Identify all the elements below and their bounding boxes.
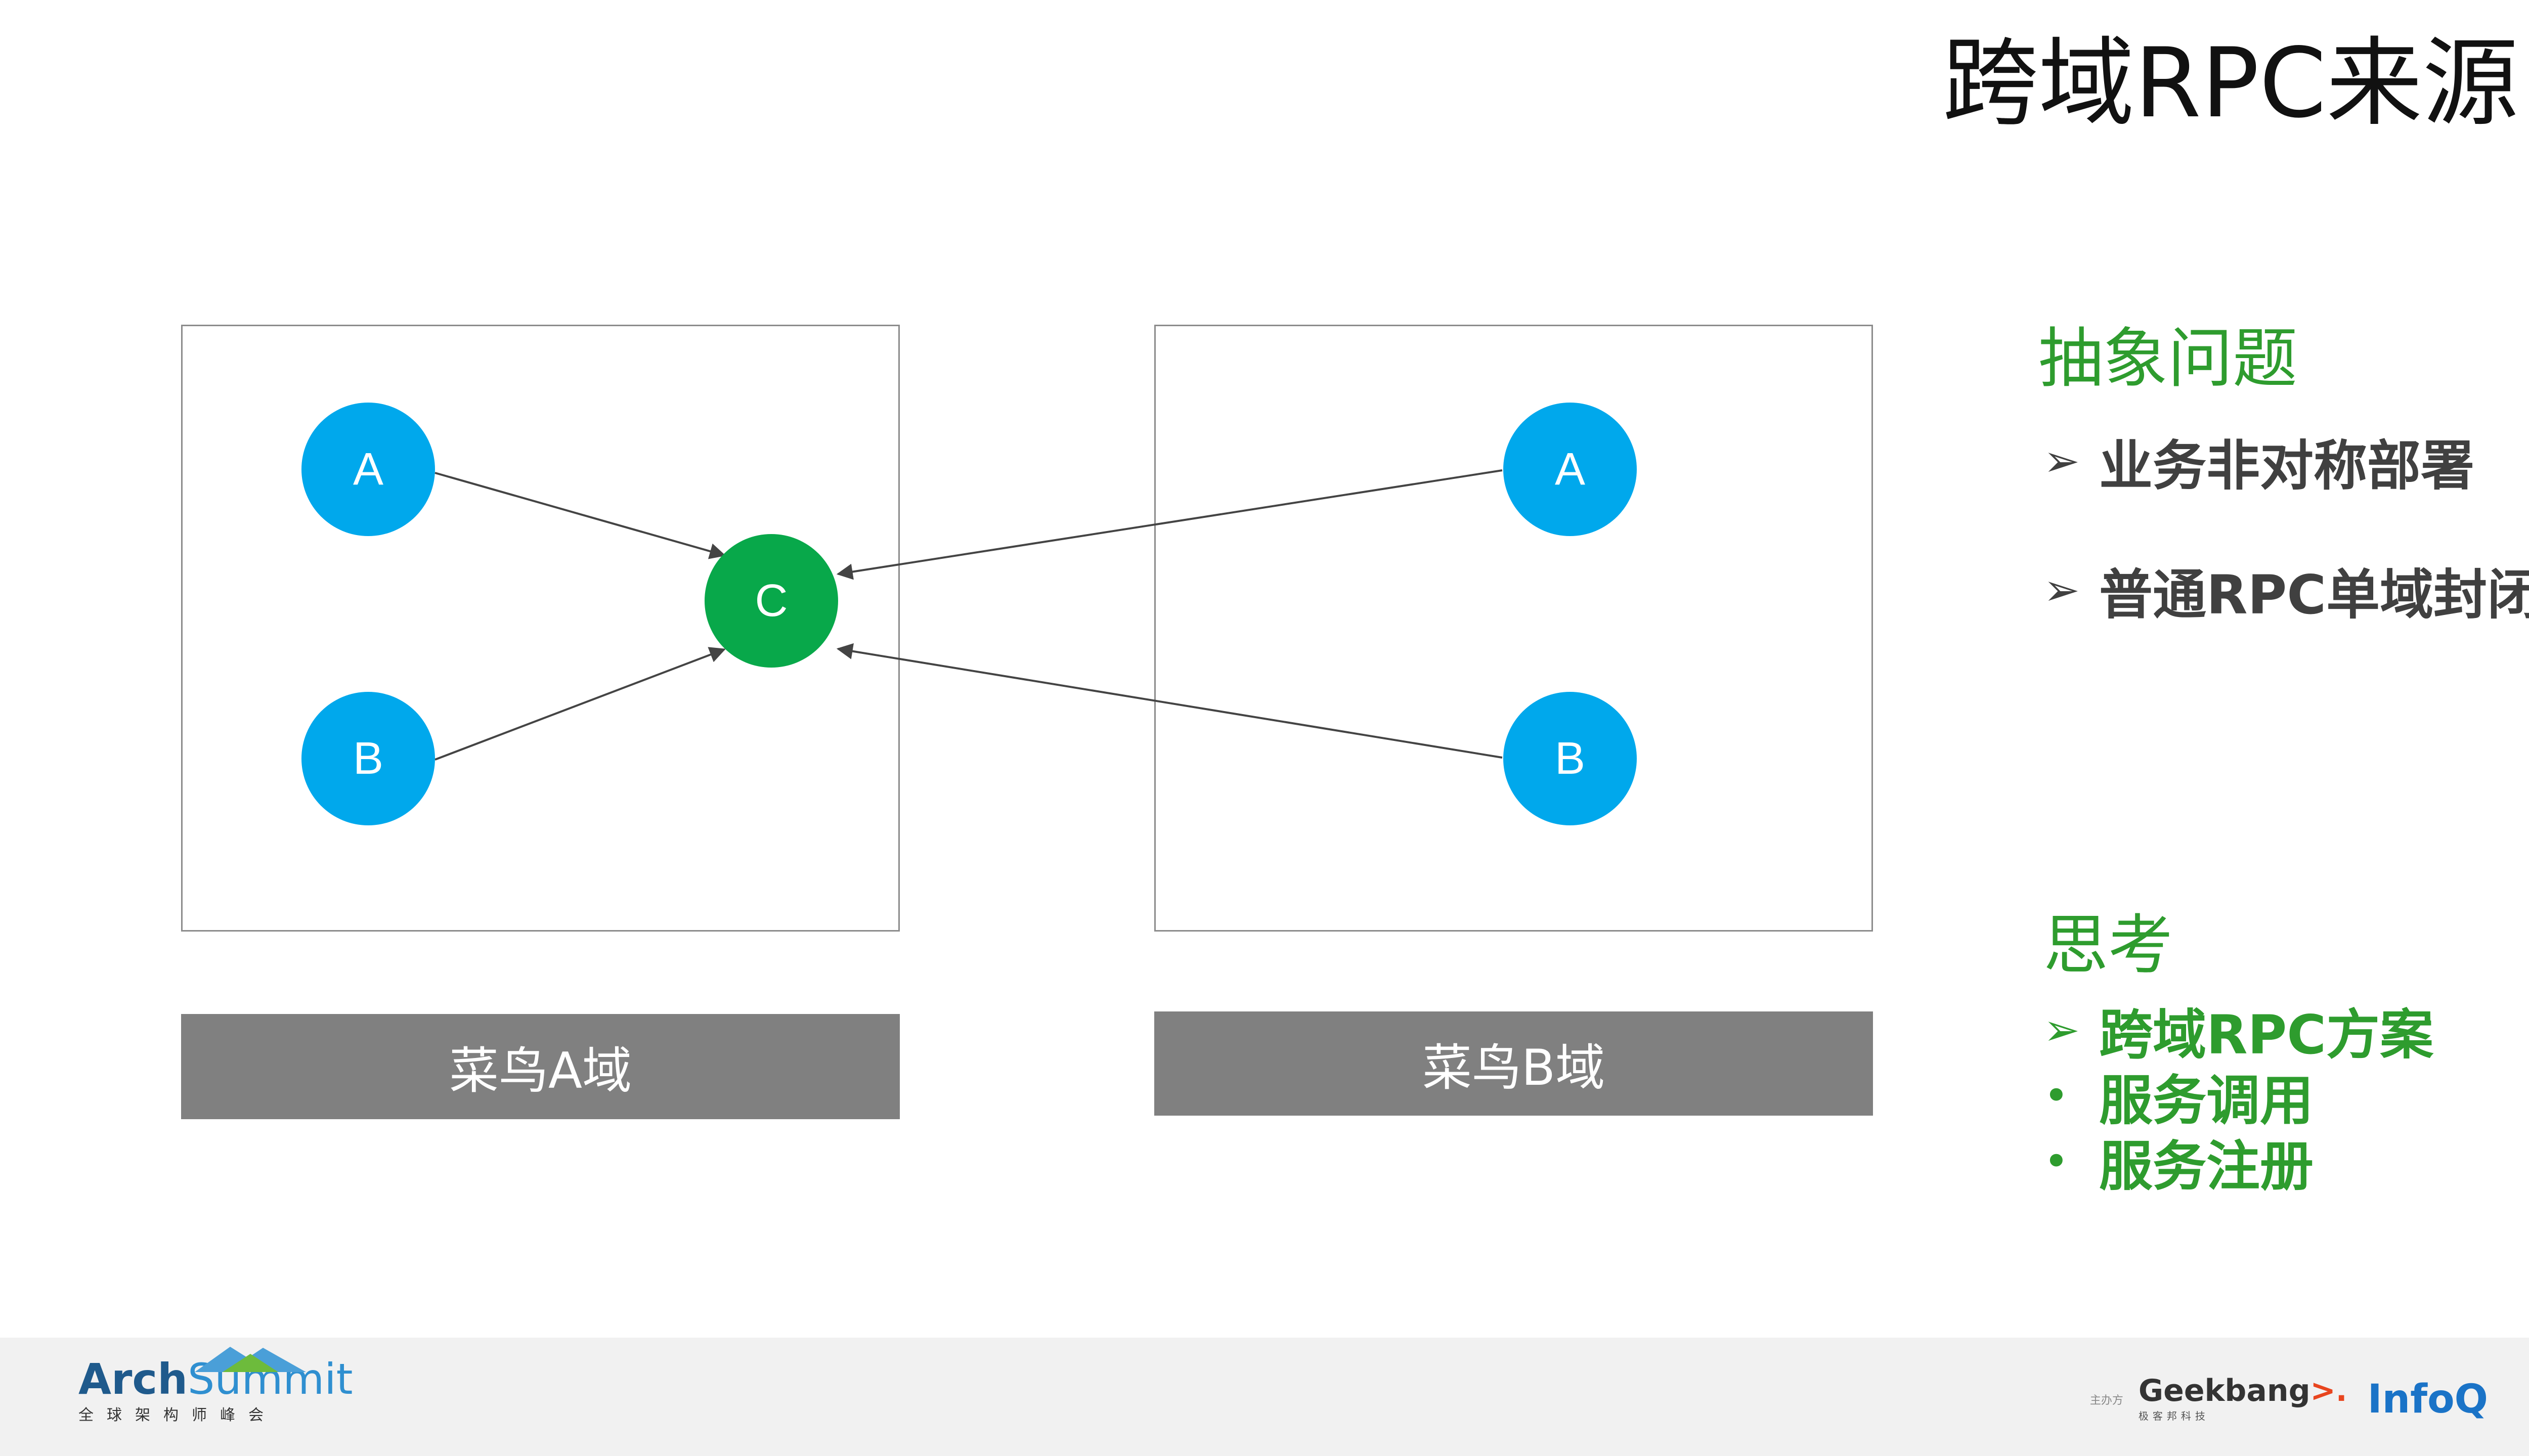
- slide-title: 跨域RPC来源: [1942, 27, 2519, 139]
- sponsor-logos: 主办方 Geekbang>. 极客邦科技 InfoQ: [2090, 1376, 2488, 1423]
- bullet-arrow-icon: ➢: [2043, 1005, 2080, 1055]
- host-label: 主办方: [2089, 1394, 2123, 1407]
- thinking-item-label: 跨域RPC方案: [2099, 1004, 2434, 1066]
- archsummit-logo: ArchSummit 全球架构师峰会: [78, 1347, 353, 1425]
- thinking-item: • 服务注册: [2043, 1123, 2314, 1201]
- geekbang-logo: Geekbang>. 极客邦科技: [2139, 1376, 2347, 1423]
- node-c-center: C: [705, 534, 838, 668]
- node-a-left: A: [301, 403, 435, 536]
- edge-a-right-to-c: [836, 469, 1503, 580]
- problem-heading: 抽象问题: [2038, 321, 2298, 396]
- node-b-right: B: [1503, 692, 1637, 825]
- thinking-item: ➢ 跨域RPC方案: [2043, 991, 2433, 1069]
- mountain-icon: [195, 1347, 306, 1372]
- geekbang-name: Geekbang>.: [2139, 1376, 2347, 1406]
- domain-a-label: 菜鸟A域: [181, 1014, 900, 1119]
- problem-item: ➢ 普通RPC单域封闭: [2043, 551, 2529, 629]
- bullet-dot-icon: •: [2043, 1136, 2069, 1187]
- thinking-heading: 思考: [2043, 908, 2173, 983]
- brand-arch: Arch: [78, 1354, 188, 1404]
- bullet-arrow-icon: ➢: [2043, 565, 2080, 615]
- edge-b-left-to-c: [434, 647, 726, 761]
- edge-b-right-to-c: [836, 643, 1503, 759]
- domain-b-label: 菜鸟B域: [1154, 1011, 1873, 1116]
- node-a-left-label: A: [353, 444, 383, 495]
- node-a-right-label: A: [1555, 444, 1585, 495]
- footer-band: [0, 1338, 2529, 1456]
- node-b-right-label: B: [1555, 733, 1585, 784]
- problem-item-label: 业务非对称部署: [2099, 435, 2474, 497]
- infoq-logo: InfoQ: [2367, 1376, 2488, 1422]
- geekbang-arrow-icon: >.: [2310, 1373, 2347, 1408]
- bullet-arrow-icon: ➢: [2043, 436, 2080, 487]
- node-b-left: B: [301, 692, 435, 825]
- thinking-item-label: 服务注册: [2099, 1135, 2314, 1198]
- domain-b-box: [1154, 325, 1873, 932]
- geekbang-sub: 极客邦科技: [2138, 1410, 2209, 1422]
- thinking-item: • 服务调用: [2043, 1057, 2314, 1135]
- node-a-right: A: [1503, 403, 1637, 536]
- problem-item: ➢ 业务非对称部署: [2043, 422, 2474, 500]
- geekbang-name-text: Geekbang: [2138, 1373, 2310, 1408]
- node-c-center-label: C: [755, 576, 788, 626]
- problem-item-label: 普通RPC单域封闭: [2099, 564, 2529, 626]
- brand-sub: 全球架构师峰会: [78, 1406, 277, 1424]
- node-b-left-label: B: [353, 733, 383, 784]
- thinking-item-label: 服务调用: [2099, 1070, 2314, 1132]
- edge-a-left-to-c: [434, 472, 726, 559]
- bullet-dot-icon: •: [2043, 1071, 2069, 1121]
